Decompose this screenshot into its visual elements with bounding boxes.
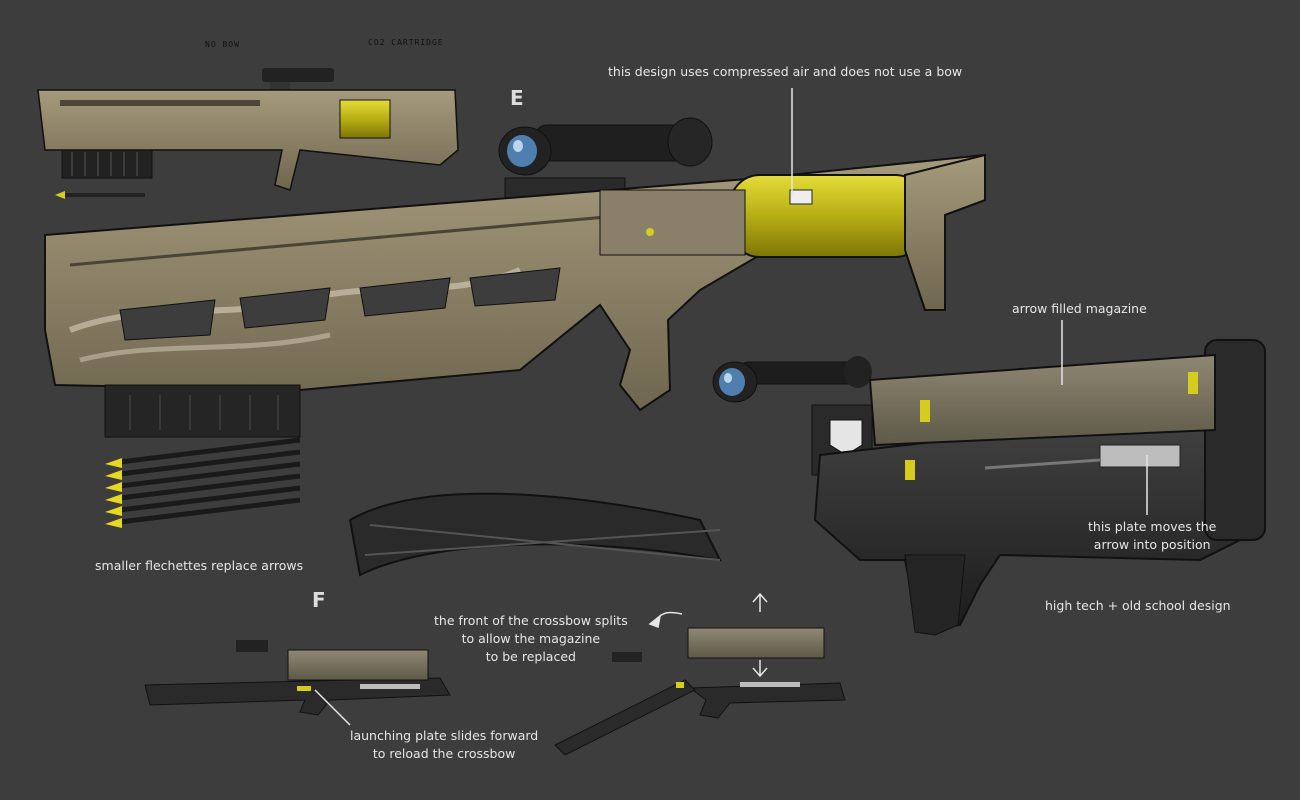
design-e-rifle: [44, 117, 986, 438]
note-launching-plate: launching plate slides forward to reload…: [350, 727, 538, 763]
note-high-tech: high tech + old school design: [1045, 598, 1231, 613]
flechettes-bundle: [105, 437, 301, 528]
annotation-pointer-lines: [314, 88, 1148, 726]
note-compressed-air: this design uses compressed air and does…: [608, 64, 963, 79]
note-front-splits-line-2: to allow the magazine: [461, 631, 601, 646]
note-plate-moves-line-2: arrow into position: [1093, 537, 1211, 552]
note-arrow-magazine: arrow filled magazine: [1012, 301, 1147, 316]
note-front-splits-line-1: the front of the crossbow splits: [434, 613, 628, 628]
design-letter-e: E: [510, 86, 524, 110]
note-launching-plate-line-1: launching plate slides forward: [350, 728, 539, 743]
note-flechettes: smaller flechettes replace arrows: [95, 558, 304, 573]
small-crossbow-sketch-1: [144, 640, 451, 716]
sketch-note-co2-cartridge: CO2 CARTRIDGE: [368, 38, 444, 47]
note-front-splits-line-3: to be replaced: [485, 649, 576, 664]
note-launching-plate-line-2: to reload the crossbow: [372, 746, 516, 761]
note-plate-moves: this plate moves the arrow into position: [1088, 518, 1216, 554]
design-f-crossbow: [348, 339, 1266, 636]
note-plate-moves-line-1: this plate moves the: [1088, 519, 1217, 534]
design-letter-f: F: [312, 588, 326, 612]
note-front-splits: the front of the crossbow splits to allo…: [434, 612, 628, 666]
small-crossbow-sketch-2: [554, 627, 846, 756]
small-sketch-e: [37, 68, 459, 199]
sketch-note-no-bow: NO BOW: [205, 40, 240, 49]
